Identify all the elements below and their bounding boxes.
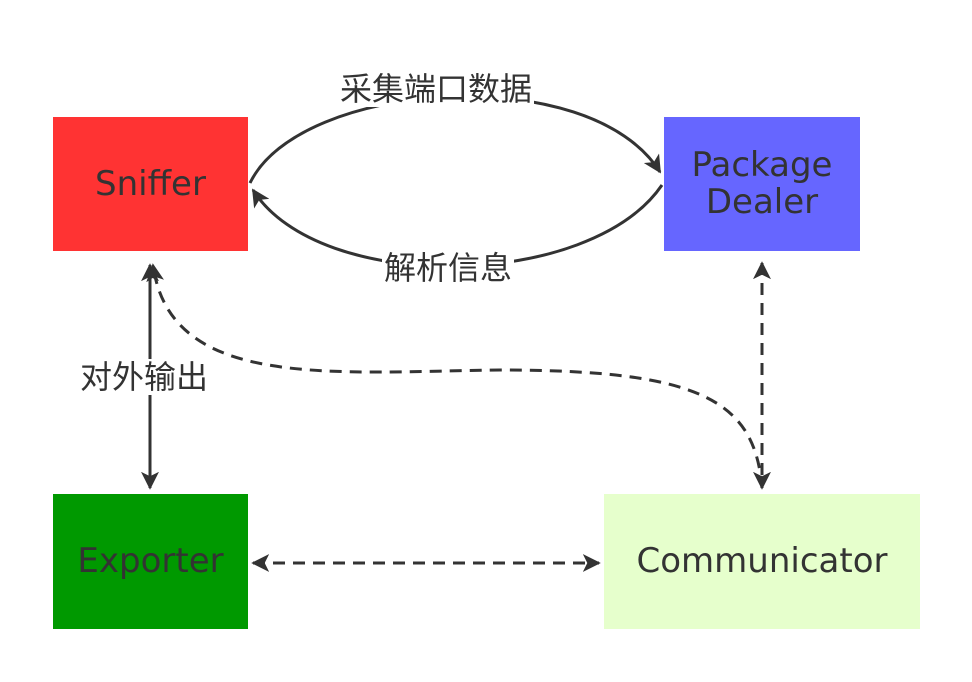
edge-label-parse-info: 解析信息 <box>382 249 515 287</box>
node-sniffer[interactable]: Sniffer <box>53 117 248 251</box>
edge-collect-port-data <box>248 94 662 184</box>
node-exporter[interactable]: Exporter <box>53 494 248 629</box>
node-package-dealer-label-line1: Package <box>691 145 833 185</box>
node-communicator-label: Communicator <box>636 541 888 581</box>
node-communicator[interactable]: Communicator <box>604 494 920 629</box>
node-package-dealer-label-line2: Dealer <box>705 182 819 222</box>
edge-label-collect-port-data: 采集端口数据 <box>338 70 535 108</box>
node-exporter-label: Exporter <box>77 541 224 581</box>
node-package-dealer[interactable]: Package Dealer <box>664 117 860 251</box>
edge-label-external-output: 对外输出 <box>78 358 211 396</box>
edge-sniffer-communicator <box>146 263 764 489</box>
node-sniffer-label: Sniffer <box>95 163 206 204</box>
